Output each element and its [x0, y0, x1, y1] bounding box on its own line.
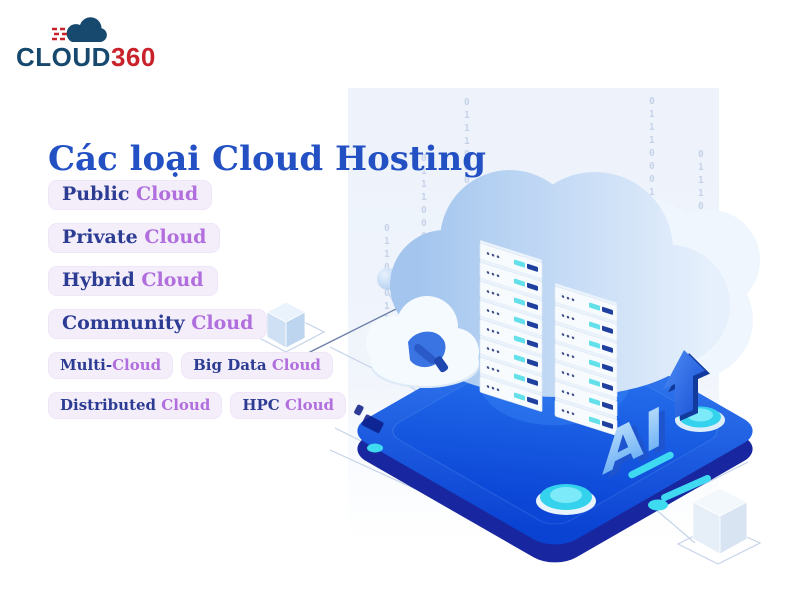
server-unit: [479, 297, 543, 336]
pill-prefix: Public: [62, 183, 130, 205]
pill-prefix: Hybrid: [62, 269, 135, 291]
server-unit: [479, 354, 543, 393]
pill-prefix: Private: [62, 226, 138, 248]
server-unit: [554, 397, 618, 436]
server-rack-left: [479, 240, 543, 412]
server-unit: [479, 259, 543, 298]
pill-suffix: Cloud: [141, 269, 204, 291]
pill-row: Private Cloud: [48, 223, 346, 253]
server-unit: [554, 359, 618, 398]
pill-prefix: Multi-: [60, 356, 113, 374]
cloud-type-pill: Big Data Cloud: [181, 352, 333, 379]
pill-suffix: Cloud: [136, 183, 199, 205]
server-unit: [554, 283, 618, 322]
iso-cube-right: [692, 487, 748, 555]
server-unit: [479, 316, 543, 355]
cloud-type-pill: Public Cloud: [48, 180, 213, 210]
cyan-node-dot: [648, 499, 668, 511]
cloud-hosting-illustration: AI AI: [246, 170, 762, 565]
pill-suffix: Cloud: [271, 356, 321, 374]
cloud-type-pill: HPC Cloud: [230, 392, 346, 419]
pill-suffix: Cloud: [144, 226, 207, 248]
cyan-node-dot: [367, 443, 383, 453]
pill-prefix: Big Data: [193, 356, 267, 374]
brand-text: CLOUD360: [16, 42, 156, 73]
brand-name-primary: CLOUD: [16, 42, 111, 72]
pill-row: Public Cloud: [48, 180, 346, 210]
cloud-type-pill: Multi-Cloud: [48, 352, 174, 379]
pill-suffix: Cloud: [112, 356, 162, 374]
server-rack-right: [554, 283, 618, 436]
iso-cube-left: [266, 301, 306, 349]
cloud-type-pill: Private Cloud: [48, 223, 221, 253]
page-title: Các loại Cloud Hosting: [48, 138, 487, 179]
pill-prefix: HPC: [242, 396, 280, 414]
hand-cloud: [366, 296, 479, 388]
cloud-type-pill: Community Cloud: [48, 309, 268, 339]
brand-name-secondary: 360: [110, 42, 156, 72]
up-arrow-icon: [663, 350, 710, 422]
pill-row: Community Cloud: [48, 309, 346, 339]
pill-prefix: Community: [62, 312, 185, 334]
server-unit: [554, 378, 618, 417]
pill-row: Hybrid Cloud: [48, 266, 346, 296]
server-unit: [479, 240, 543, 279]
pill-prefix: Distributed: [60, 396, 157, 414]
pill-suffix: Cloud: [161, 396, 211, 414]
hand-icon: [408, 331, 449, 373]
pill-suffix: Cloud: [191, 312, 254, 334]
cloud360-logo-icon: [52, 17, 107, 42]
server-unit: [479, 335, 543, 374]
corner-glow-circle: [536, 484, 596, 515]
cyan-dash: [661, 474, 711, 502]
pill-suffix: Cloud: [284, 396, 334, 414]
server-unit: [554, 302, 618, 341]
tablet-ports: [354, 404, 384, 433]
cloud-type-pill: Hybrid Cloud: [48, 266, 218, 296]
cloud-type-pill: Distributed Cloud: [48, 392, 223, 419]
server-unit: [479, 373, 543, 412]
cyan-dash: [628, 451, 674, 479]
